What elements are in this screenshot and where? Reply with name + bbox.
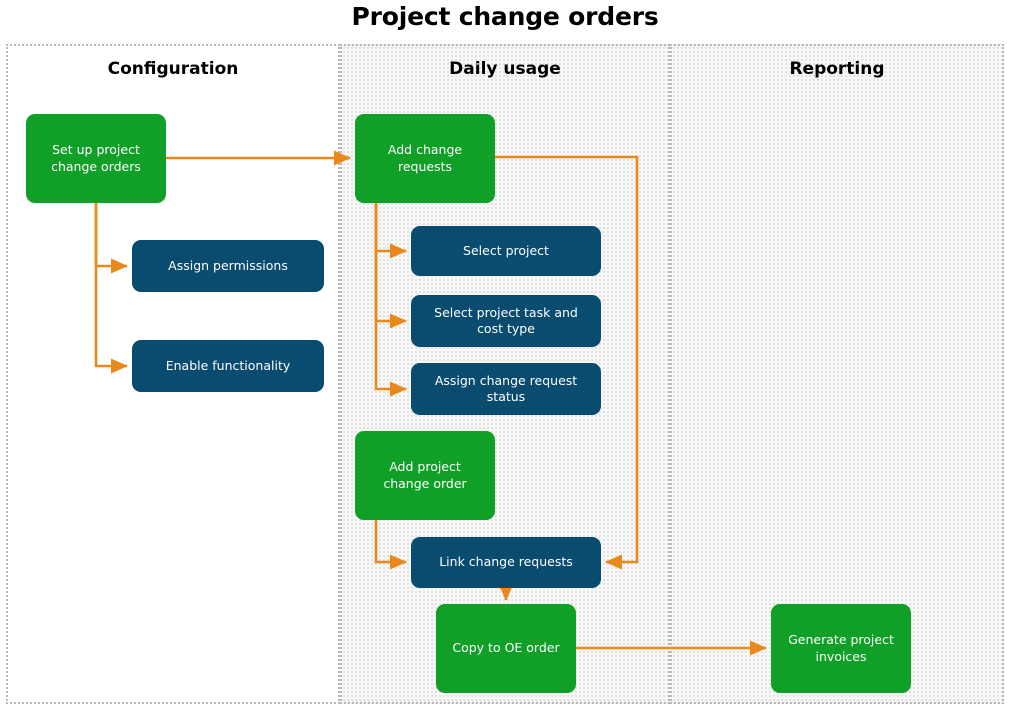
node-label: Select project task and cost type — [434, 304, 578, 337]
node-label: Add change requests — [387, 142, 463, 174]
lane-reporting: Reporting — [670, 44, 1004, 704]
node-generate-project-invoices[interactable]: Generate project invoices — [771, 604, 911, 693]
node-label: Assign change request status — [434, 372, 578, 405]
node-select-project[interactable]: Select project — [411, 226, 601, 276]
node-label: Add project change order — [383, 459, 467, 491]
node-link-change-requests[interactable]: Link change requests — [411, 537, 601, 588]
lane-title-reporting: Reporting — [789, 59, 885, 79]
node-label: Set up project change orders — [51, 142, 141, 174]
node-label: Copy to OE order — [452, 640, 560, 656]
node-label: Link change requests — [439, 554, 573, 570]
node-label: Generate project invoices — [788, 632, 894, 664]
node-copy-to-oe-order[interactable]: Copy to OE order — [436, 604, 576, 693]
node-label: Select project — [463, 242, 549, 258]
node-label: Enable functionality — [165, 357, 291, 373]
node-add-change-requests[interactable]: Add change requests — [355, 114, 495, 203]
node-enable-functionality[interactable]: Enable functionality — [132, 340, 324, 392]
lane-title-configuration: Configuration — [107, 59, 239, 79]
node-label: Assign permissions — [168, 257, 288, 273]
node-assign-change-request-status[interactable]: Assign change request status — [411, 363, 601, 415]
node-add-project-change-order[interactable]: Add project change order — [355, 431, 495, 520]
lane-title-daily-usage: Daily usage — [449, 59, 561, 79]
node-set-up-project-change-orders[interactable]: Set up project change orders — [26, 114, 166, 203]
node-select-project-task-and-cost-type[interactable]: Select project task and cost type — [411, 295, 601, 347]
node-assign-permissions[interactable]: Assign permissions — [132, 240, 324, 292]
page-title: Project change orders — [351, 2, 659, 31]
